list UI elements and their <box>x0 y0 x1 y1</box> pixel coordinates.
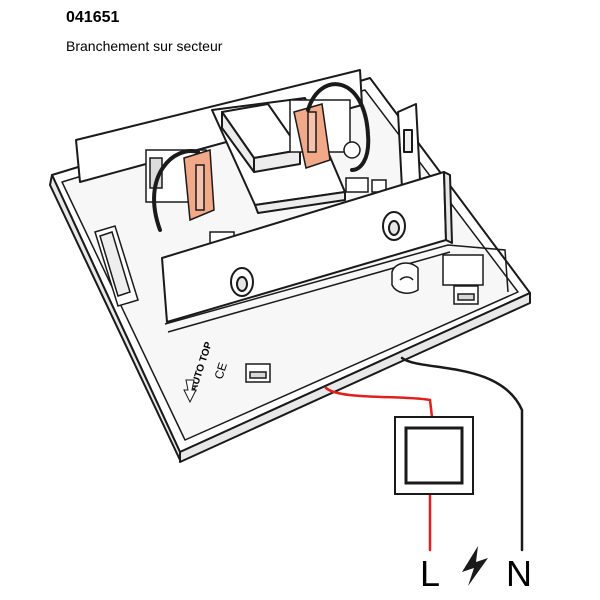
neutral-wire <box>400 356 524 552</box>
front-wall <box>161 171 453 323</box>
lightning-icon <box>462 546 488 586</box>
terminal-labels: L N <box>420 546 532 594</box>
diagram-subtitle: Branchement sur secteur <box>66 38 223 54</box>
release-tab-front <box>245 363 271 383</box>
live-wire-upper <box>324 386 434 419</box>
reference-number: 041651 <box>66 9 120 26</box>
loop-wires <box>152 82 371 232</box>
terminal-block-right <box>289 99 361 169</box>
wall-switch <box>394 416 474 495</box>
ce-marking: CE <box>212 361 230 381</box>
live-label: L <box>420 553 440 594</box>
release-tab-right <box>453 285 479 305</box>
mains-wiring <box>324 356 524 552</box>
terminal-block-left <box>145 149 215 222</box>
left-side-feature <box>94 225 139 307</box>
neutral-label: N <box>506 553 532 594</box>
front-lip <box>164 244 509 333</box>
up-arrow-icon <box>183 379 197 404</box>
